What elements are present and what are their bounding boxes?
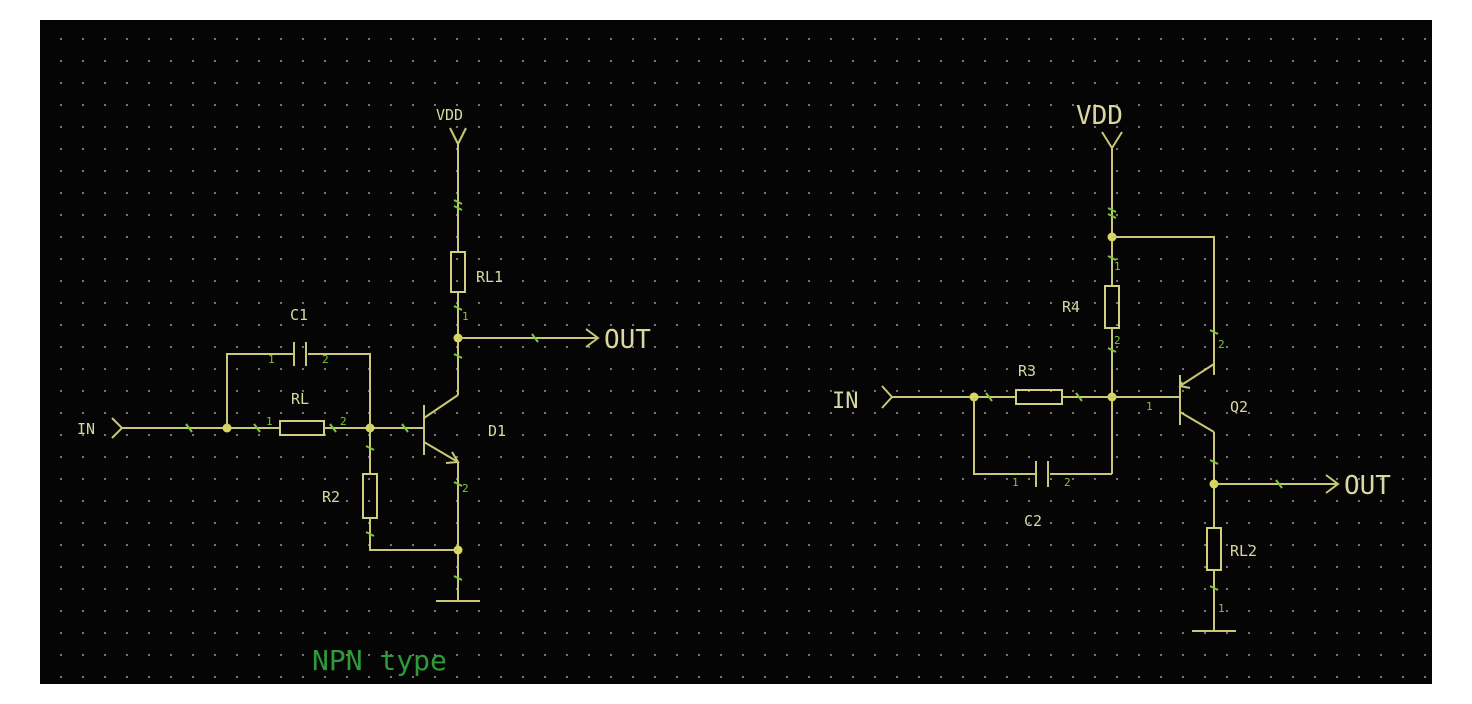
pnp-out-label: OUT bbox=[1344, 471, 1391, 501]
npn-transistor-d1 bbox=[423, 394, 460, 464]
pnp-rl2-label: RL2 bbox=[1230, 542, 1257, 560]
svg-text:1: 1 bbox=[266, 415, 273, 428]
svg-text:1: 1 bbox=[1146, 400, 1153, 413]
pnp-capacitor-c2 bbox=[1035, 461, 1049, 487]
schematic-svg: VDD RL1 OUT D1 IN bbox=[77, 101, 1391, 677]
npn-rl1-label: RL1 bbox=[476, 268, 503, 286]
pnp-in-label: IN bbox=[832, 389, 859, 414]
pnp-out-arrow bbox=[1325, 474, 1340, 494]
svg-text:1: 1 bbox=[1114, 260, 1121, 273]
npn-r2-label: R2 bbox=[322, 488, 340, 506]
npn-in-label: IN bbox=[77, 420, 95, 438]
npn-out-label: OUT bbox=[604, 325, 651, 355]
pnp-c2-label: C2 bbox=[1024, 512, 1042, 530]
svg-text:1: 1 bbox=[1012, 476, 1019, 489]
pnp-transistor-q2 bbox=[1178, 363, 1215, 433]
svg-text:1: 1 bbox=[462, 310, 469, 323]
pnp-resistor-rl2 bbox=[1206, 527, 1222, 571]
pnp-resistor-r4 bbox=[1104, 285, 1120, 329]
npn-rl-label: RL bbox=[291, 390, 309, 408]
npn-vdd-label: VDD bbox=[436, 106, 463, 124]
pnp-pin-marks bbox=[985, 207, 1283, 591]
svg-text:2: 2 bbox=[322, 353, 329, 366]
pnp-resistor-r3 bbox=[1015, 389, 1063, 405]
pnp-pin-numbers: 1 2 2 1 1 2 1 bbox=[1012, 260, 1225, 615]
npn-resistor-r2 bbox=[362, 473, 378, 519]
schematic-canvas: VDD RL1 OUT D1 IN bbox=[40, 20, 1432, 684]
npn-vdd-symbol bbox=[449, 127, 467, 145]
svg-text:1: 1 bbox=[268, 353, 275, 366]
npn-d1-label: D1 bbox=[488, 422, 506, 440]
npn-capacitor-c1 bbox=[293, 342, 307, 366]
pnp-vdd-label: VDD bbox=[1076, 101, 1123, 131]
pnp-vdd-symbol bbox=[1101, 131, 1123, 149]
npn-pin-numbers: 1 2 1 2 2 1 bbox=[266, 310, 469, 495]
pnp-r4-label: R4 bbox=[1062, 298, 1080, 316]
npn-resistor-rl bbox=[279, 420, 325, 436]
pnp-r3-label: R3 bbox=[1018, 362, 1036, 380]
svg-text:2: 2 bbox=[462, 482, 469, 495]
npn-in-arrow bbox=[111, 417, 124, 439]
svg-text:1: 1 bbox=[1218, 602, 1225, 615]
svg-text:2: 2 bbox=[1218, 338, 1225, 351]
pnp-in-arrow bbox=[881, 385, 894, 409]
npn-out-arrow bbox=[585, 328, 600, 348]
npn-resistor-rl1 bbox=[450, 251, 466, 293]
pnp-q2-label: Q2 bbox=[1230, 398, 1248, 416]
svg-text:2: 2 bbox=[340, 415, 347, 428]
svg-text:2: 2 bbox=[1064, 476, 1071, 489]
npn-c1-label: C1 bbox=[290, 306, 308, 324]
pnp-circuit: VDD R4 Q2 OUT RL2 IN bbox=[832, 101, 1391, 632]
npn-circuit: VDD RL1 OUT D1 IN bbox=[77, 106, 651, 677]
npn-caption: NPN type bbox=[312, 644, 447, 677]
npn-pin-marks bbox=[185, 199, 539, 581]
svg-text:2: 2 bbox=[1114, 334, 1121, 347]
